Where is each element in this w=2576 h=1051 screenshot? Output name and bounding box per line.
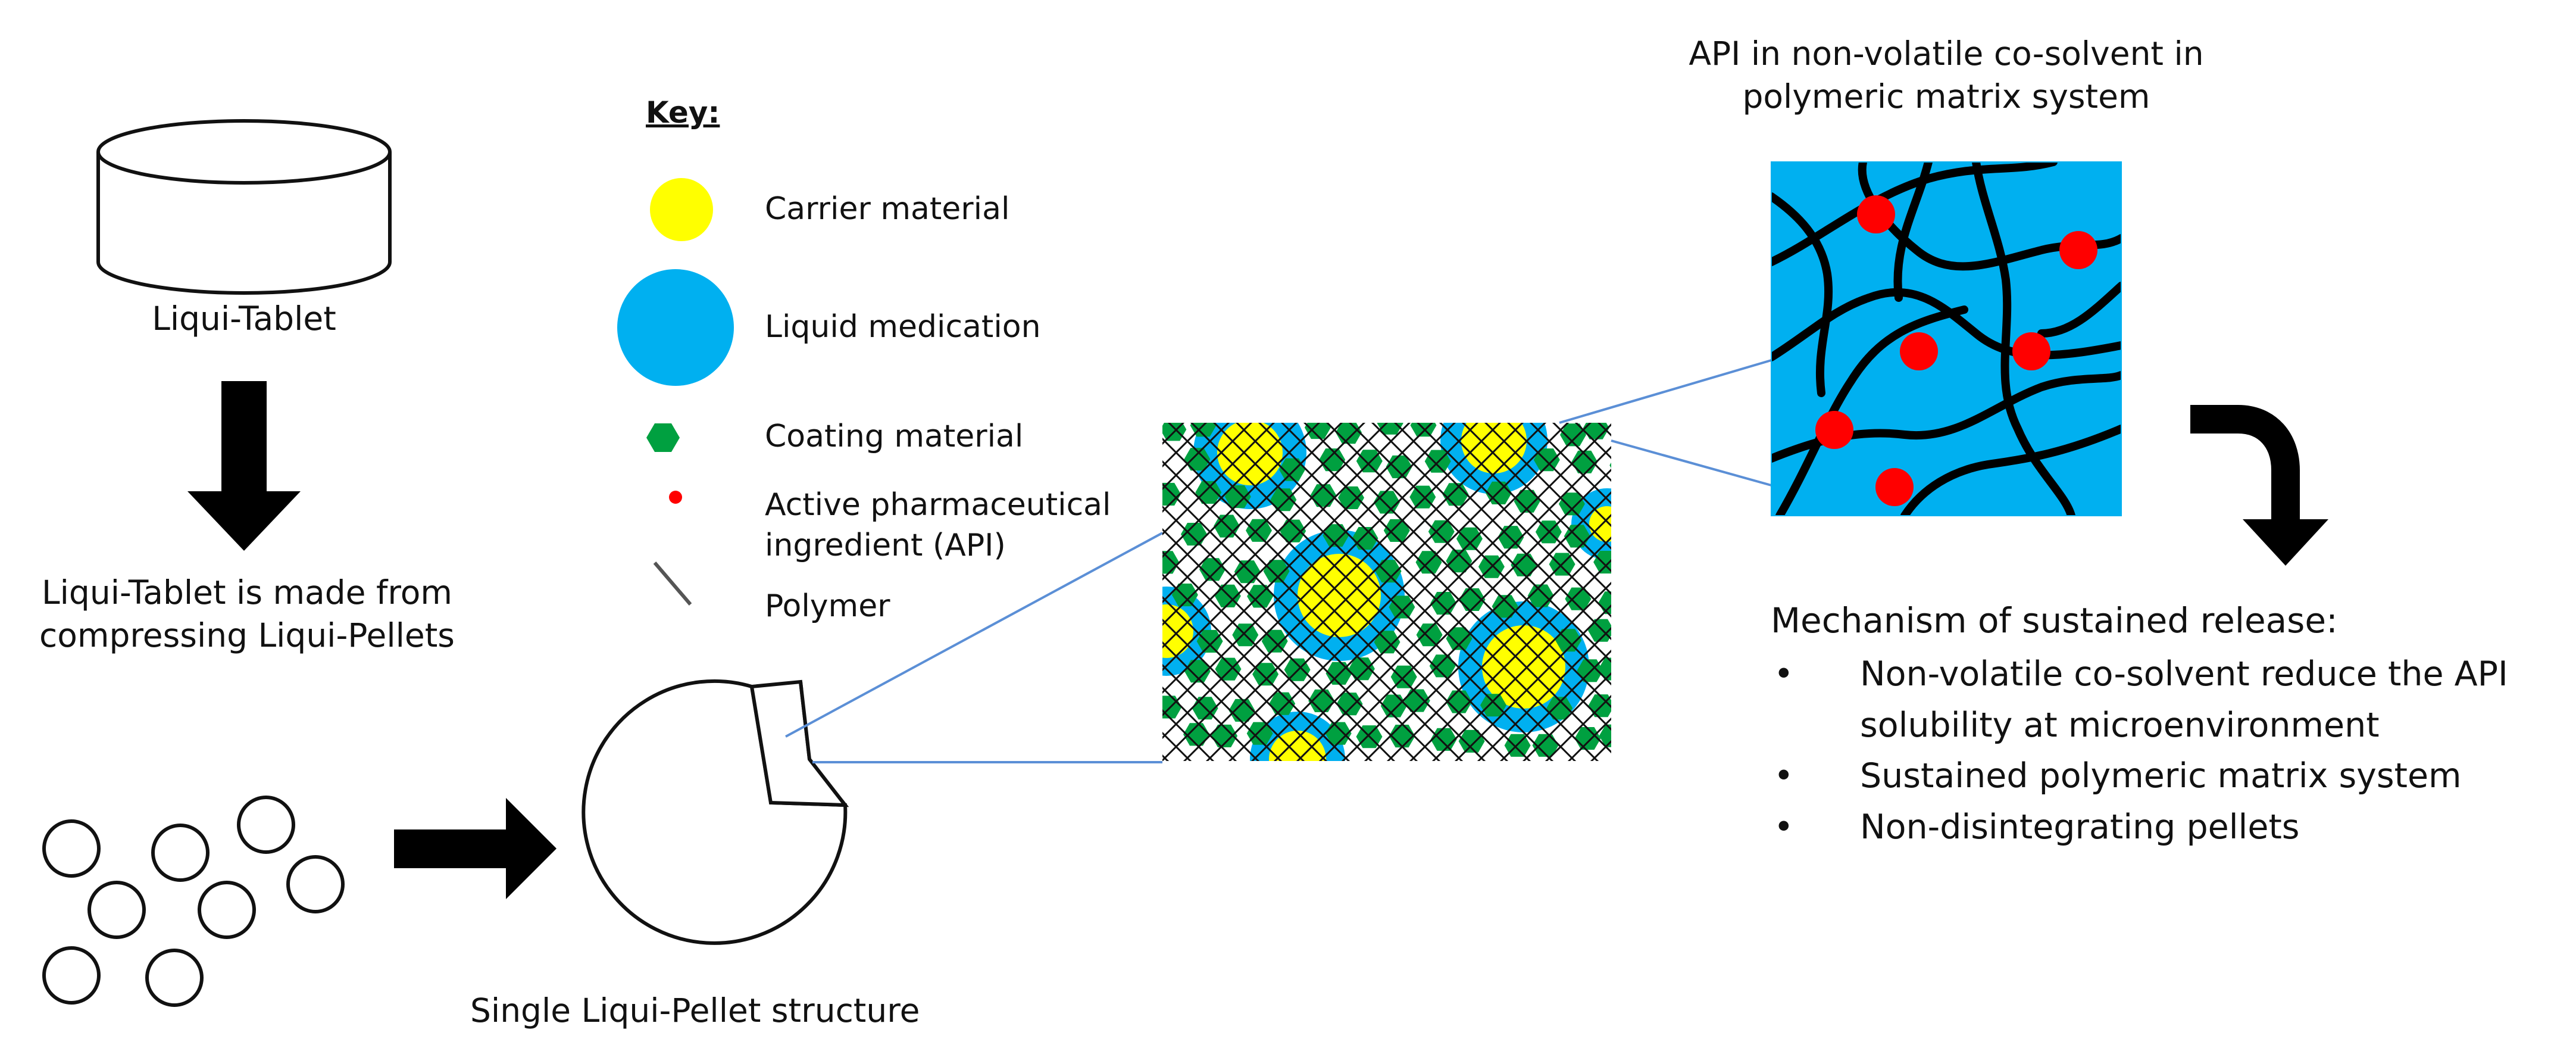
polymer-matrix-box xyxy=(1771,162,2121,516)
zoom-line xyxy=(1559,359,1772,424)
pellet-circle xyxy=(198,881,256,939)
coating-material-key-icon xyxy=(646,423,680,452)
down-arrow-icon xyxy=(187,381,301,551)
key-title: Key: xyxy=(646,95,720,130)
polymer-label: Polymer xyxy=(765,588,890,624)
coating-particle xyxy=(1609,462,1611,469)
carrier-material-key-icon xyxy=(650,178,713,241)
zoom-line xyxy=(785,532,1163,738)
api-dot xyxy=(1875,468,1914,506)
liqui-tablet-label: Liqui-Tablet xyxy=(152,300,336,338)
liquid-medication-key-icon xyxy=(617,269,734,386)
single-pellet-icon xyxy=(582,679,849,945)
api-dot xyxy=(1857,195,1895,233)
tablet-made-from-label: Liqui-Tablet is made from compressing Li… xyxy=(39,573,455,654)
pellet-circle xyxy=(237,796,295,854)
api-dot xyxy=(2059,231,2097,269)
api-dot xyxy=(1900,332,1938,370)
curved-arrow-icon xyxy=(2190,405,2328,566)
api-dot xyxy=(2012,332,2050,370)
single-pellet-label: Single Liqui-Pellet structure xyxy=(470,991,920,1030)
mechanism-title: Mechanism of sustained release: xyxy=(1771,600,2338,641)
pellet-circle xyxy=(42,946,101,1005)
pellets-group xyxy=(42,796,345,1007)
mechanism-item: Non-volatile co-solvent reduce the API s… xyxy=(1771,649,2508,751)
coating-material-label: Coating material xyxy=(765,419,1024,454)
right-arrow-icon xyxy=(394,798,557,899)
zoom-line xyxy=(1611,439,1772,486)
pellet-circle xyxy=(286,855,345,913)
api-dot xyxy=(1815,411,1853,449)
pellet-microstructure xyxy=(1162,423,1611,761)
pellet-circle xyxy=(145,949,204,1007)
api-matrix-title: API in non-volatile co-solvent in polyme… xyxy=(1689,35,2204,116)
mechanism-item: Non-disintegrating pellets xyxy=(1771,802,2508,853)
liquid-medication-label: Liquid medication xyxy=(765,309,1041,345)
pellet-circle xyxy=(87,881,146,939)
api-key-icon xyxy=(669,491,682,504)
tablet-cylinder-icon xyxy=(96,119,392,295)
mechanism-list: Non-volatile co-solvent reduce the API s… xyxy=(1771,649,2508,853)
polymer-key-icon xyxy=(653,562,692,606)
carrier-material-label: Carrier material xyxy=(765,191,1010,227)
pellet-circle xyxy=(151,824,210,882)
api-label: Active pharmaceutical ingredient (API) xyxy=(765,487,1111,563)
pellet-circle xyxy=(42,819,101,878)
mechanism-item: Sustained polymeric matrix system xyxy=(1771,751,2508,802)
